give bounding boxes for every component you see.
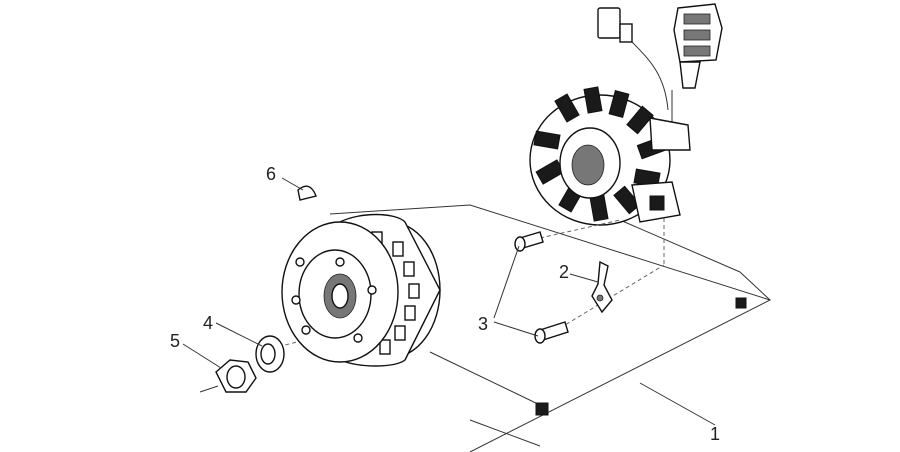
square-marker-icon [535,402,549,416]
stator-poles [533,86,666,222]
assembly-bracket [329,204,772,452]
washer [255,335,285,373]
screw-lower [534,321,569,344]
square-marker-icon [735,297,747,309]
stator-coil-assembly [529,3,723,226]
bracket-plate [591,260,613,314]
callout-1: 1 [710,424,720,444]
callout-6: 6 [266,164,276,184]
callout-3: 3 [478,314,488,334]
hex-nut [199,359,257,393]
callout-2: 2 [559,262,569,282]
screw-upper [514,231,544,252]
callout-5: 5 [170,331,180,351]
callout-4: 4 [203,313,213,333]
flywheel-rotor [281,213,441,367]
